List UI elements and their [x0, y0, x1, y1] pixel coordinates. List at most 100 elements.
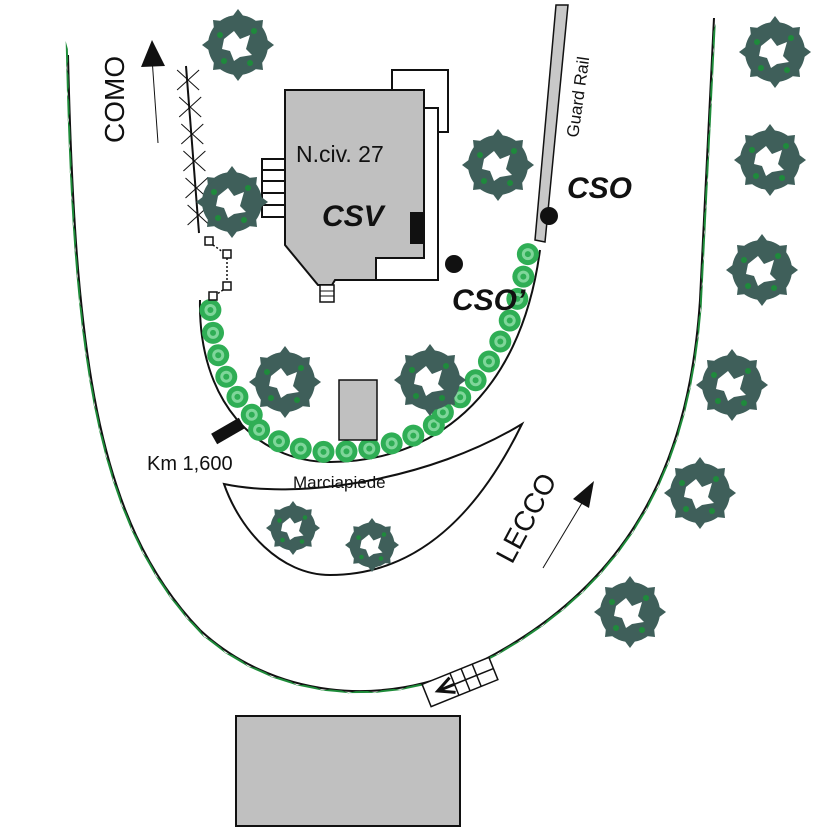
road-edge-tooth — [203, 636, 227, 654]
csv-marker — [410, 212, 424, 244]
fence-posts — [176, 69, 210, 226]
road-edge-tooth — [120, 504, 132, 531]
tree-icon — [734, 124, 806, 196]
shrub — [489, 330, 512, 353]
shrub — [199, 298, 222, 321]
road-edge-tooth — [702, 231, 706, 260]
tree-icon — [664, 457, 736, 529]
shrub — [312, 440, 335, 463]
csv-label: CSV — [322, 200, 387, 233]
road-edge-tooth — [224, 652, 249, 667]
road-edge-tooth — [632, 509, 648, 534]
road-edge-tooth — [582, 573, 602, 594]
road-edge-tooth — [72, 222, 76, 251]
road-edge-tooth — [600, 553, 619, 575]
fence-post-icon — [183, 150, 206, 172]
road-edge-tooth — [68, 145, 72, 174]
bottom-building — [235, 715, 461, 827]
road-edge-tooth — [658, 462, 670, 488]
tree-icon — [202, 9, 274, 81]
tree-icon — [249, 346, 321, 418]
road-edge-tooth — [706, 153, 710, 182]
road-edge-tooth — [520, 625, 544, 642]
como-label: COMO — [99, 56, 130, 143]
inner-road-edge — [198, 249, 541, 464]
road-edge-tooth — [373, 688, 402, 694]
drain-grate — [421, 656, 499, 708]
road-edge-tooth — [295, 684, 324, 691]
road-edge-tooth — [347, 690, 376, 694]
road-edge-tooth — [66, 67, 69, 96]
road-edge-tooth — [710, 75, 714, 104]
road-edge-tooth — [677, 412, 686, 440]
road-edge-tooth — [93, 403, 100, 432]
road-edge-tooth — [705, 179, 708, 208]
road-edge-tooth — [105, 454, 114, 482]
tree-icon — [196, 166, 268, 238]
central-structure — [338, 379, 378, 441]
building-number: N.civ. 27 — [296, 141, 384, 167]
road-edge-tooth — [88, 378, 95, 406]
road-edge-teeth — [65, 23, 716, 694]
road-edge-tooth — [98, 429, 106, 457]
shrub — [226, 385, 249, 408]
como-arrowhead-icon — [141, 40, 165, 67]
shrub — [248, 418, 271, 441]
post-chain — [204, 236, 232, 301]
shrub — [380, 432, 403, 455]
tree-icon — [462, 129, 534, 201]
road-edge-tooth — [699, 283, 703, 312]
road-edge-tooth — [542, 609, 565, 627]
road-edge-tooth — [701, 257, 705, 286]
road-edge-tooth — [185, 617, 205, 638]
shrub — [464, 369, 487, 392]
cso-point — [540, 207, 558, 225]
fence-post-icon — [178, 96, 202, 118]
shrub — [202, 321, 225, 344]
tree-icon — [726, 234, 798, 306]
guard-rail — [534, 4, 569, 243]
road-edge-tooth — [78, 300, 84, 329]
lecco-direction-arrow — [542, 497, 586, 569]
como-direction-arrow — [151, 57, 159, 144]
cso-label: CSO — [567, 172, 632, 205]
road-edge-tooth — [71, 197, 75, 225]
road-edge-tooth — [694, 335, 699, 364]
road-edge-tooth — [707, 127, 711, 156]
km-label: Km 1,600 — [147, 453, 233, 475]
road-edge-tooth — [617, 531, 634, 555]
road-edge-tooth — [141, 552, 156, 577]
road-edge-tooth — [690, 361, 696, 389]
building — [284, 89, 425, 286]
shrub — [267, 430, 290, 453]
shrub — [215, 365, 238, 388]
road-edge-tooth — [321, 689, 350, 694]
tree-icon — [739, 16, 811, 88]
fence-post-icon — [180, 123, 204, 145]
sidewalk-label: Marciapiede — [293, 473, 386, 492]
road-edge-tooth — [65, 41, 69, 70]
road-edge-tooth — [708, 101, 712, 130]
cso-prime-point — [445, 255, 463, 273]
shrub — [477, 350, 500, 373]
shrub — [402, 424, 425, 447]
guard-rail-label: Guard Rail — [563, 55, 593, 138]
road-edge-tooth — [130, 528, 143, 555]
road-edge-tooth — [81, 326, 87, 355]
road-edge-tooth — [712, 23, 716, 52]
road-edge-tooth — [247, 666, 273, 678]
building-steps — [319, 284, 335, 303]
road-edge-tooth — [154, 575, 171, 599]
road-edge-tooth — [711, 49, 715, 78]
road-edge-tooth — [169, 596, 187, 619]
road-edge-tooth — [69, 171, 73, 200]
road-edge-tooth — [497, 640, 522, 655]
km-marker — [211, 417, 245, 445]
road-edge-tooth — [67, 119, 71, 148]
road-edge-tooth — [66, 93, 70, 122]
road-edge-tooth — [400, 684, 428, 691]
cso-prime-label: CSO’ — [452, 284, 526, 317]
shrub — [289, 437, 312, 460]
